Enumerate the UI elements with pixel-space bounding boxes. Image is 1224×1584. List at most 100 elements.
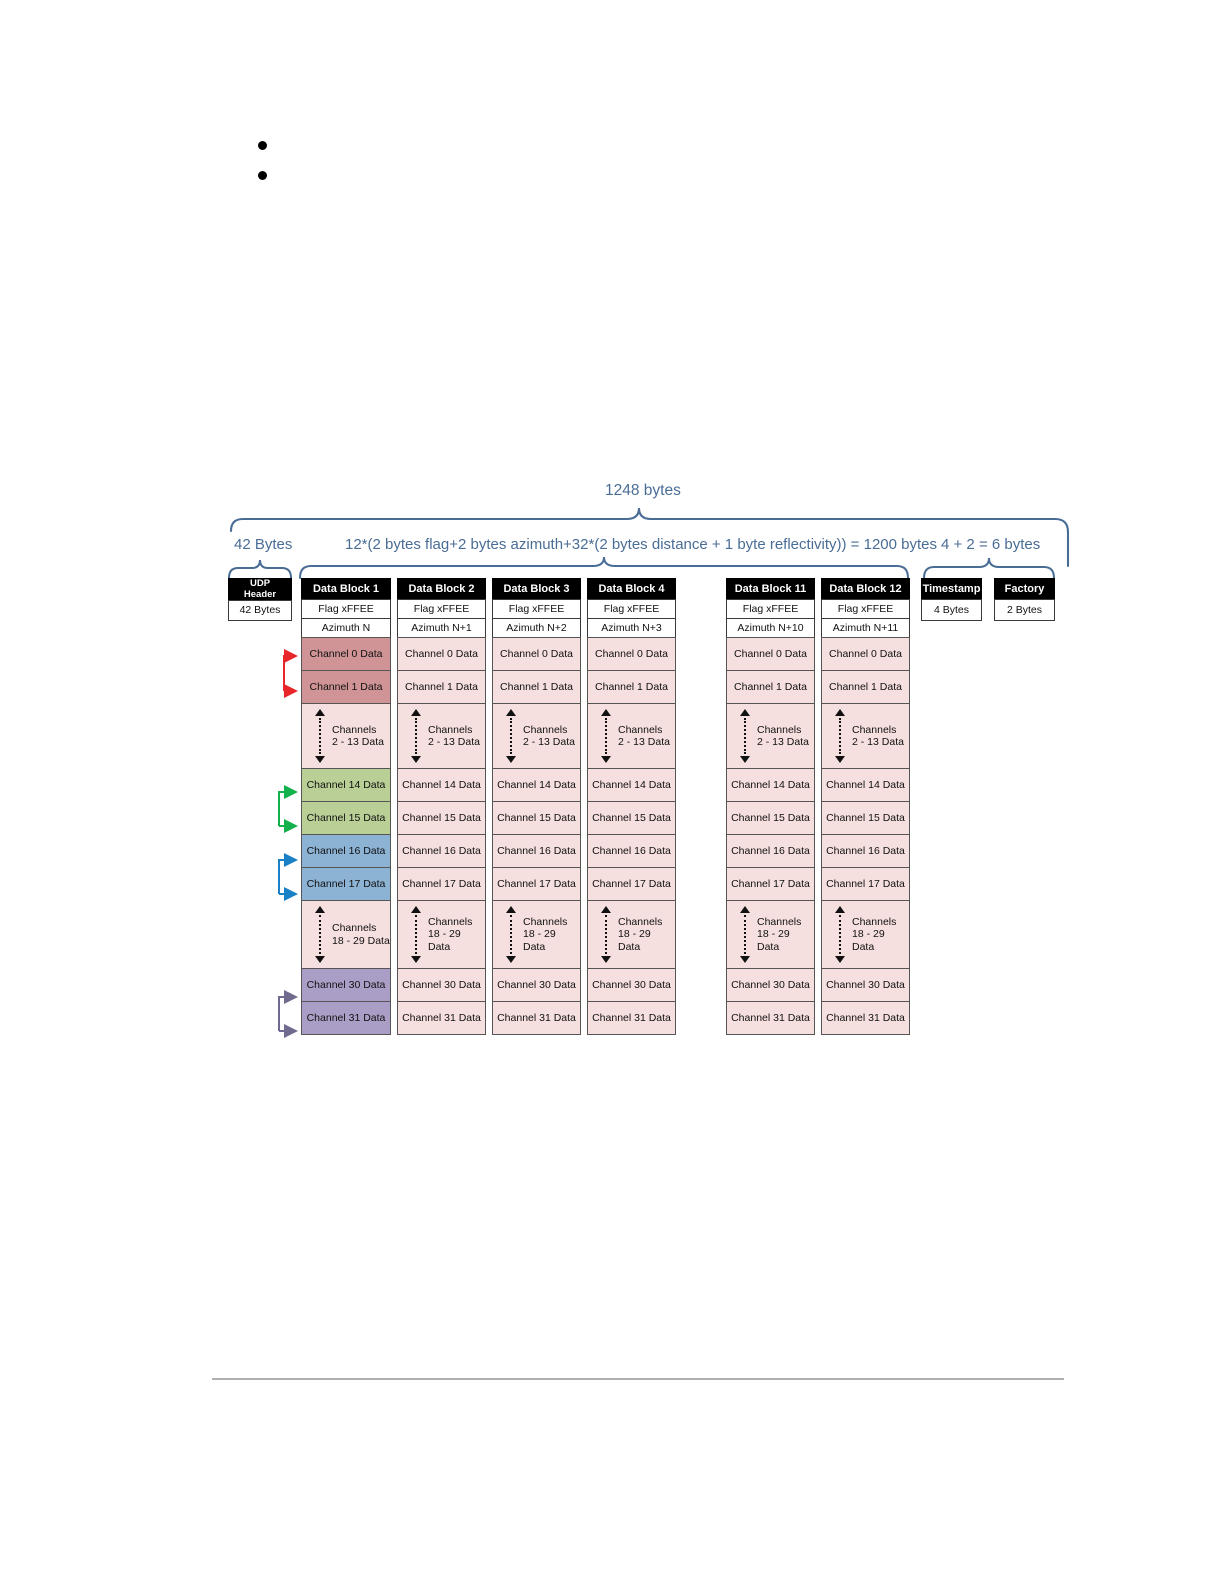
channels-2-13-row: Channels 2 - 13 Data: [726, 703, 815, 769]
flag-row: Flag xFFEE: [587, 599, 676, 619]
azimuth-row: Azimuth N+11: [821, 618, 910, 638]
channel-15-row: Channel 15 Data: [821, 801, 910, 835]
ellipsis-label-line1: Channels: [332, 723, 377, 736]
channel-30-row: Channel 30 Data: [726, 968, 815, 1002]
ellipsis-label-line1: Channels: [852, 723, 897, 736]
channel-1-row: Channel 1 Data: [726, 670, 815, 704]
triangle-up-icon: [835, 906, 845, 913]
channels-18-29-row: Channels 18 - 29 Data: [726, 900, 815, 969]
channel-14-row: Channel 14 Data: [301, 768, 391, 802]
ellipsis-label-line2: 2 - 13 Data: [757, 736, 809, 748]
triangle-up-icon: [740, 906, 750, 913]
ellipsis-label-line1: Channels: [428, 723, 473, 736]
channel-16-row: Channel 16 Data: [587, 834, 676, 868]
timestamp-size: 4 Bytes: [921, 599, 982, 621]
data-block-column-3: Data Block 3 Flag xFFEE Azimuth N+2 Chan…: [492, 578, 581, 1035]
channel-1-row: Channel 1 Data: [492, 670, 581, 704]
data-block-title: Data Block 2: [397, 578, 486, 600]
dotted-line: [839, 718, 841, 754]
dotted-line: [510, 718, 512, 754]
bullet-point-1: [258, 141, 267, 150]
channel-14-row: Channel 14 Data: [397, 768, 486, 802]
ellipsis-label-line1: Channels: [428, 916, 473, 929]
channel-31-row: Channel 31 Data: [587, 1001, 676, 1035]
ellipsis-label-line2: 2 - 13 Data: [523, 736, 575, 748]
flag-row: Flag xFFEE: [821, 599, 910, 619]
data-block-column-12: Data Block 12 Flag xFFEE Azimuth N+11 Ch…: [821, 578, 910, 1035]
channel-17-row: Channel 17 Data: [301, 867, 391, 901]
ellipsis-label-line1: Channels: [618, 916, 663, 929]
channel-15-row: Channel 15 Data: [492, 801, 581, 835]
flag-row: Flag xFFEE: [726, 599, 815, 619]
channels-2-13-row: Channels 2 - 13 Data: [821, 703, 910, 769]
channel-1-row: Channel 1 Data: [821, 670, 910, 704]
data-block-title: Data Block 4: [587, 578, 676, 600]
flag-row: Flag xFFEE: [301, 599, 391, 619]
triangle-up-icon: [315, 906, 325, 913]
channel-15-row: Channel 15 Data: [397, 801, 486, 835]
channel-0-row: Channel 0 Data: [821, 637, 910, 671]
channel-31-row: Channel 31 Data: [726, 1001, 815, 1035]
udp-header-block: UDP Header 42 Bytes: [228, 578, 292, 621]
channel-31-row: Channel 31 Data: [492, 1001, 581, 1035]
ellipsis-label-line2: 2 - 13 Data: [332, 736, 384, 748]
ellipsis-label-line2: 18 - 29 Data: [852, 928, 885, 953]
channels-2-13-row: Channels 2 - 13 Data: [301, 703, 391, 769]
brace-label-header-size: 42 Bytes: [234, 536, 293, 553]
flag-row: Flag xFFEE: [397, 599, 486, 619]
triangle-up-icon: [835, 709, 845, 716]
ellipsis-label-line2: 18 - 29 Data: [428, 928, 461, 953]
dotted-line: [605, 915, 607, 954]
vertical-ellipsis-icon: [833, 709, 847, 763]
dotted-line: [839, 915, 841, 954]
channels-18-29-row: Channels 18 - 29 Data: [821, 900, 910, 969]
ellipsis-label-line1: Channels: [332, 922, 377, 935]
triangle-up-icon: [411, 709, 421, 716]
channel-30-row: Channel 30 Data: [492, 968, 581, 1002]
triangle-up-icon: [411, 906, 421, 913]
channel-16-row: Channel 16 Data: [726, 834, 815, 868]
vertical-ellipsis-icon: [504, 906, 518, 963]
brace-label-payload: 12*(2 bytes flag+2 bytes azimuth+32*(2 b…: [345, 536, 937, 553]
ellipsis-label-line2: 2 - 13 Data: [852, 736, 904, 748]
channel-14-row: Channel 14 Data: [726, 768, 815, 802]
channel-16-row: Channel 16 Data: [492, 834, 581, 868]
channels-18-29-row: Channels 18 - 29 Data: [492, 900, 581, 969]
channel-17-row: Channel 17 Data: [397, 867, 486, 901]
ellipsis-label-line2: 18 - 29 Data: [618, 928, 651, 953]
channel-0-row: Channel 0 Data: [397, 637, 486, 671]
vertical-ellipsis-icon: [313, 709, 327, 763]
triangle-up-icon: [601, 906, 611, 913]
dotted-line: [510, 915, 512, 954]
channel-17-row: Channel 17 Data: [492, 867, 581, 901]
udp-header-size: 42 Bytes: [228, 600, 292, 621]
dotted-line: [744, 915, 746, 954]
udp-header-title: UDP Header: [228, 578, 292, 601]
udp-header-title-line1: UDP: [249, 577, 271, 589]
triangle-up-icon: [315, 709, 325, 716]
ellipsis-label-line1: Channels: [523, 723, 568, 736]
dotted-line: [415, 718, 417, 754]
channel-14-row: Channel 14 Data: [492, 768, 581, 802]
data-block-title: Data Block 12: [821, 578, 910, 600]
data-block-title: Data Block 1: [301, 578, 391, 600]
triangle-up-icon: [740, 709, 750, 716]
channel-17-row: Channel 17 Data: [587, 867, 676, 901]
triangle-down-icon: [315, 956, 325, 963]
triangle-up-icon: [506, 906, 516, 913]
vertical-ellipsis-icon: [313, 906, 327, 963]
data-block-column-11: Data Block 11 Flag xFFEE Azimuth N+10 Ch…: [726, 578, 815, 1035]
triangle-up-icon: [601, 709, 611, 716]
vertical-ellipsis-icon: [738, 906, 752, 963]
ellipsis-label-line2: 2 - 13 Data: [618, 736, 670, 748]
channel-31-row: Channel 31 Data: [397, 1001, 486, 1035]
channel-16-row: Channel 16 Data: [397, 834, 486, 868]
vertical-ellipsis-icon: [833, 906, 847, 963]
channel-30-row: Channel 30 Data: [301, 968, 391, 1002]
triangle-down-icon: [740, 756, 750, 763]
vertical-ellipsis-icon: [409, 906, 423, 963]
data-block-title: Data Block 3: [492, 578, 581, 600]
ellipsis-label-line1: Channels: [618, 723, 663, 736]
channel-15-row: Channel 15 Data: [587, 801, 676, 835]
azimuth-row: Azimuth N+2: [492, 618, 581, 638]
